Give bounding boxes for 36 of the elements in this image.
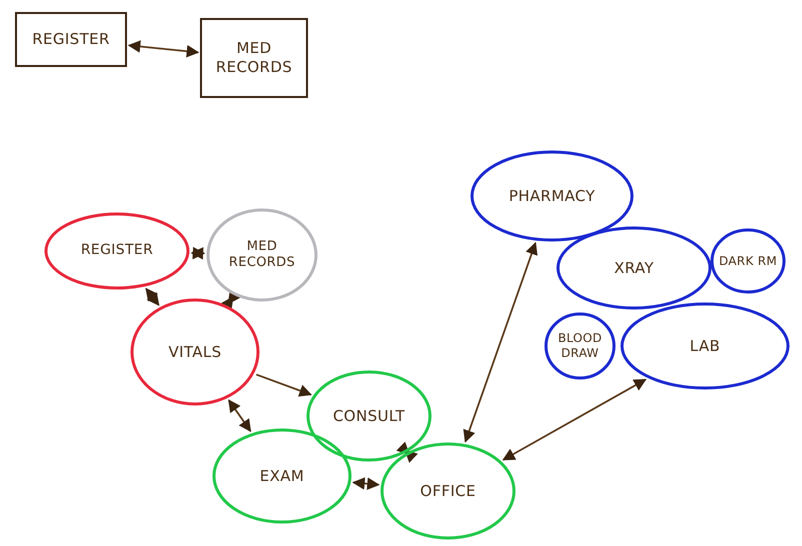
node-label: PHARMACY bbox=[508, 186, 596, 206]
area-ellipse bbox=[710, 228, 786, 294]
arrow bbox=[502, 378, 647, 461]
arrow bbox=[221, 290, 240, 310]
node-label: LAB bbox=[690, 336, 720, 356]
node-label: CONSULT bbox=[332, 406, 406, 426]
process-box bbox=[15, 12, 127, 67]
area-ellipse bbox=[130, 298, 260, 406]
node-label: MED RECORDS bbox=[214, 39, 294, 77]
arrow bbox=[463, 242, 538, 443]
node-label: OFFICE bbox=[420, 482, 476, 500]
node-label: XRAY bbox=[614, 258, 654, 278]
area-ellipse bbox=[380, 442, 516, 540]
arrow bbox=[190, 246, 206, 260]
area-ellipse bbox=[306, 370, 432, 462]
area-ellipse bbox=[620, 302, 790, 390]
area-ellipse bbox=[556, 226, 712, 310]
arrow bbox=[145, 288, 160, 306]
node-label: DARK RM bbox=[718, 254, 778, 268]
area-ellipse bbox=[544, 312, 616, 380]
node-label: EXAM bbox=[260, 466, 304, 486]
arrow bbox=[396, 442, 418, 463]
node-label: REGISTER bbox=[80, 242, 154, 260]
node-label: MED RECORDS bbox=[228, 238, 296, 272]
node-label: BLOOD DRAW bbox=[556, 331, 604, 361]
arrow bbox=[228, 399, 252, 432]
arrow bbox=[128, 40, 200, 58]
area-ellipse bbox=[470, 150, 634, 242]
process-box bbox=[200, 18, 308, 98]
area-ellipse bbox=[212, 428, 352, 524]
arrow bbox=[256, 374, 312, 397]
area-ellipse bbox=[44, 212, 190, 290]
node-label: REGISTER bbox=[32, 30, 110, 49]
node-label: VITALS bbox=[168, 342, 222, 362]
area-ellipse bbox=[206, 208, 318, 302]
arrow bbox=[352, 477, 380, 490]
